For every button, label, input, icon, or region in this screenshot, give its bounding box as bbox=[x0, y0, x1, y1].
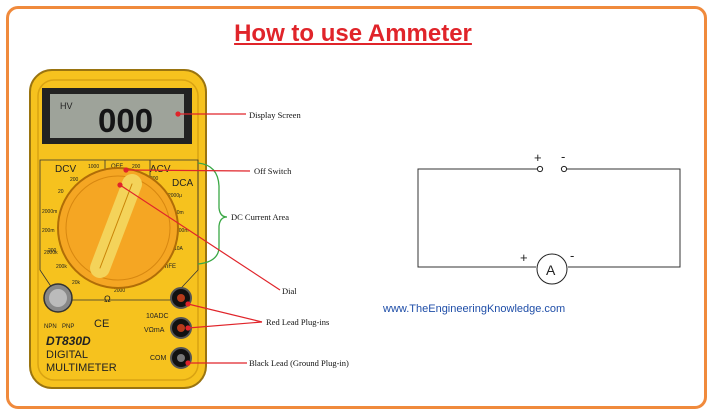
dial-label: 200k bbox=[56, 264, 67, 270]
label-off: OFF bbox=[111, 164, 123, 170]
label-npn: NPN bbox=[44, 324, 57, 330]
dial-label: 10A bbox=[174, 246, 184, 252]
multimeter: HV 000 DCV ACV DCA OFF 1000 200 20 2000m… bbox=[29, 69, 207, 389]
circuit-minus-top: - bbox=[561, 149, 565, 164]
circuit-minus-meter: - bbox=[570, 248, 574, 263]
terminal-negative bbox=[560, 165, 568, 173]
circuit-wire-left bbox=[417, 168, 538, 268]
circuit-plus-top: + bbox=[534, 150, 542, 165]
callout-black-lead: Black Lead (Ground Plug-in) bbox=[249, 358, 349, 368]
brand-line-2: MULTIMETER bbox=[46, 362, 117, 374]
callout-lines bbox=[117, 111, 281, 366]
dial-label: 200m bbox=[42, 228, 55, 234]
dial-label: 20m bbox=[174, 210, 184, 216]
label-hfe: hFE bbox=[165, 264, 176, 270]
dial-label: 200 bbox=[48, 248, 57, 254]
dial-label: 200 bbox=[132, 164, 141, 170]
label-ce: CE bbox=[94, 318, 109, 330]
terminal-positive bbox=[536, 165, 544, 173]
label-vohmma: VΩmA bbox=[144, 327, 165, 334]
ammeter-symbol bbox=[536, 253, 568, 285]
label-dca: DCA bbox=[172, 178, 193, 189]
ammeter-circuit: + - A + - bbox=[417, 149, 681, 285]
dial-label: 2000 bbox=[114, 288, 125, 294]
display-screen bbox=[50, 94, 184, 138]
ammeter-letter: A bbox=[546, 262, 556, 278]
circuit-wire-right bbox=[566, 168, 681, 268]
label-pnp: PNP bbox=[62, 324, 74, 330]
callout-display-screen: Display Screen bbox=[249, 110, 301, 120]
brand-line-1: DIGITAL bbox=[46, 349, 88, 361]
callout-dc-current-area: DC Current Area bbox=[231, 212, 290, 222]
label-10adc: 10ADC bbox=[146, 313, 169, 320]
dial-label: 20k bbox=[72, 280, 81, 286]
callout-off-switch: Off Switch bbox=[254, 166, 292, 176]
label-com: COM bbox=[150, 355, 167, 362]
website-link[interactable]: www.TheEngineeringKnowledge.com bbox=[383, 303, 566, 315]
callout-red-lead: Red Lead Plug-ins bbox=[266, 317, 330, 327]
label-acv: ACV bbox=[150, 164, 171, 175]
dial-label: 200m bbox=[176, 228, 189, 234]
display-hv: HV bbox=[60, 101, 73, 111]
label-ohm: Ω bbox=[104, 294, 111, 304]
dial-label: 200 bbox=[70, 177, 79, 183]
page-title: How to use Ammeter bbox=[234, 20, 472, 47]
dial-label: 1000 bbox=[88, 164, 99, 170]
model-name: DT830D bbox=[46, 334, 91, 348]
display-digits: 000 bbox=[98, 102, 153, 139]
dial-label: 2000k bbox=[44, 250, 58, 256]
dc-current-bracket bbox=[197, 162, 228, 265]
dial-label: 2000μ bbox=[168, 193, 182, 199]
dial-label: 20 bbox=[58, 189, 64, 195]
label-dcv: DCV bbox=[55, 164, 76, 175]
dial-label: 2000m bbox=[42, 209, 57, 215]
circuit-plus-meter: + bbox=[520, 250, 528, 265]
callout-dial: Dial bbox=[282, 286, 297, 296]
